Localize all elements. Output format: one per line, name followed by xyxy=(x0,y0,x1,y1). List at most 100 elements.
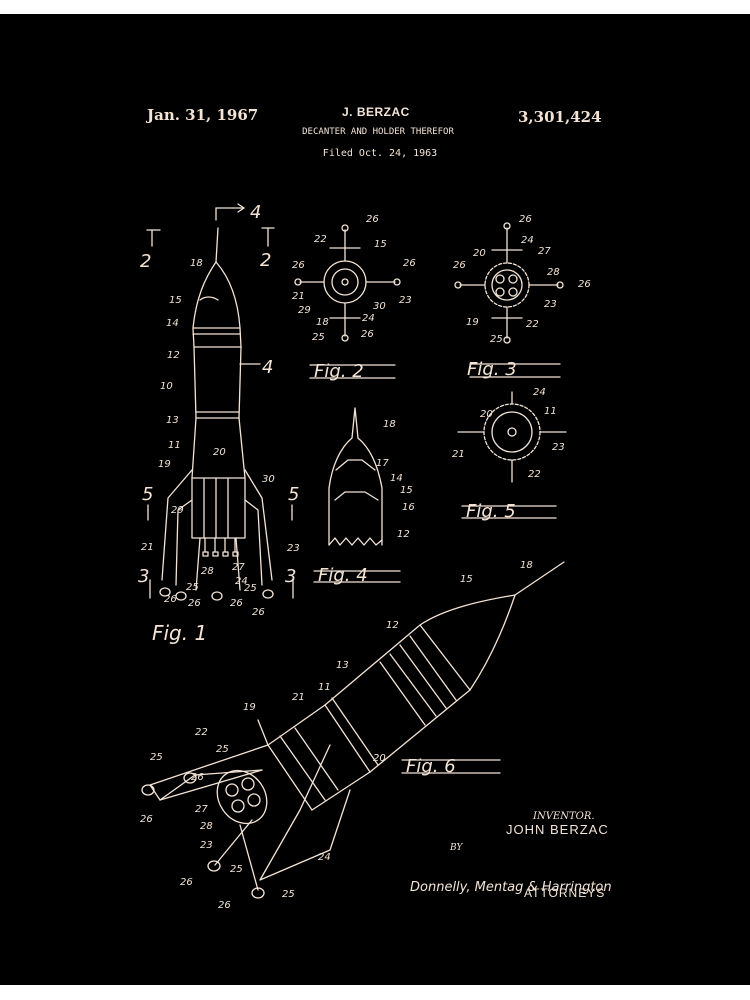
svg-text:30: 30 xyxy=(262,474,275,485)
svg-text:15: 15 xyxy=(400,485,413,496)
fig5-drawing xyxy=(457,391,567,519)
svg-text:22: 22 xyxy=(526,319,539,330)
svg-text:19: 19 xyxy=(466,317,479,328)
svg-text:21: 21 xyxy=(292,692,305,703)
svg-text:12: 12 xyxy=(397,529,410,540)
svg-text:14: 14 xyxy=(166,318,179,329)
svg-text:24: 24 xyxy=(362,313,375,324)
svg-text:26: 26 xyxy=(180,877,193,888)
svg-text:26: 26 xyxy=(191,772,204,783)
svg-text:15: 15 xyxy=(169,295,182,306)
svg-text:27: 27 xyxy=(232,562,245,573)
svg-text:26: 26 xyxy=(361,329,374,340)
filed-date: Filed Oct. 24, 1963 xyxy=(322,148,438,159)
svg-text:26: 26 xyxy=(164,594,177,605)
section-mark: 5 xyxy=(288,484,299,505)
svg-text:20: 20 xyxy=(213,447,226,458)
section-mark: 4 xyxy=(250,202,261,223)
section-mark: 5 xyxy=(142,484,153,505)
svg-text:25: 25 xyxy=(282,889,295,900)
section-mark: 3 xyxy=(138,566,149,587)
svg-text:18: 18 xyxy=(190,258,203,269)
patent-number: 3,301,424 xyxy=(518,108,602,126)
svg-text:27: 27 xyxy=(538,246,551,257)
attorneys-label: ATTORNEYS xyxy=(524,886,606,900)
svg-text:13: 13 xyxy=(166,415,179,426)
fig1-section-marks: 2 2 4 4 5 5 3 3 xyxy=(138,202,299,587)
svg-text:11: 11 xyxy=(318,682,331,693)
fig2-label: Fig. 2 xyxy=(314,361,364,382)
patent-date: Jan. 31, 1967 xyxy=(147,106,259,124)
svg-text:12: 12 xyxy=(386,620,399,631)
by-label: BY xyxy=(450,843,463,853)
fig6-rocket-drawing xyxy=(141,561,565,899)
svg-text:25: 25 xyxy=(150,752,163,763)
svg-text:26: 26 xyxy=(403,258,416,269)
svg-text:20: 20 xyxy=(373,753,386,764)
fig6-label: Fig. 6 xyxy=(406,756,456,777)
fig4-drawing xyxy=(313,407,401,583)
svg-text:26: 26 xyxy=(218,900,231,911)
svg-text:18: 18 xyxy=(383,419,396,430)
svg-text:18: 18 xyxy=(520,560,533,571)
svg-text:23: 23 xyxy=(200,840,213,851)
inventor-label: INVENTOR. xyxy=(533,811,595,822)
svg-text:29: 29 xyxy=(298,305,311,316)
fig3-drawing xyxy=(454,222,564,378)
svg-text:26: 26 xyxy=(292,260,305,271)
svg-text:26: 26 xyxy=(578,279,591,290)
svg-text:18: 18 xyxy=(316,317,329,328)
svg-text:30: 30 xyxy=(373,301,386,312)
svg-text:24: 24 xyxy=(533,387,546,398)
svg-text:22: 22 xyxy=(528,469,541,480)
svg-text:26: 26 xyxy=(519,214,532,225)
svg-text:27: 27 xyxy=(195,804,208,815)
patent-sheet xyxy=(0,14,750,985)
svg-text:16: 16 xyxy=(402,502,415,513)
svg-text:21: 21 xyxy=(452,449,465,460)
svg-text:22: 22 xyxy=(195,727,208,738)
fig2-drawing xyxy=(294,224,401,379)
svg-text:26: 26 xyxy=(252,607,265,618)
svg-text:24: 24 xyxy=(318,852,331,863)
svg-text:15: 15 xyxy=(374,239,387,250)
svg-text:28: 28 xyxy=(201,566,214,577)
section-mark: 2 xyxy=(140,251,151,272)
fig3-label: Fig. 3 xyxy=(467,359,517,380)
svg-text:23: 23 xyxy=(287,543,300,554)
svg-text:25: 25 xyxy=(230,864,243,875)
svg-text:11: 11 xyxy=(168,440,181,451)
fig4-label: Fig. 4 xyxy=(318,565,368,586)
svg-text:26: 26 xyxy=(366,214,379,225)
fig5-label: Fig. 5 xyxy=(466,501,516,522)
svg-text:19: 19 xyxy=(158,459,171,470)
svg-text:22: 22 xyxy=(314,234,327,245)
svg-text:21: 21 xyxy=(292,291,305,302)
svg-text:23: 23 xyxy=(399,295,412,306)
svg-text:12: 12 xyxy=(167,350,180,361)
section-mark: 3 xyxy=(285,566,296,587)
svg-text:13: 13 xyxy=(336,660,349,671)
svg-text:28: 28 xyxy=(547,267,560,278)
svg-text:28: 28 xyxy=(200,821,213,832)
svg-text:25: 25 xyxy=(186,582,199,593)
svg-text:25: 25 xyxy=(216,744,229,755)
inventor-name: JOHN BERZAC xyxy=(506,822,609,837)
svg-text:20: 20 xyxy=(480,409,493,420)
svg-text:19: 19 xyxy=(243,702,256,713)
svg-text:29: 29 xyxy=(171,505,184,516)
fig1-rocket-drawing xyxy=(146,203,294,601)
fig1-label: Fig. 1 xyxy=(152,621,207,645)
svg-text:11: 11 xyxy=(544,406,557,417)
svg-text:15: 15 xyxy=(460,574,473,585)
svg-text:20: 20 xyxy=(473,248,486,259)
svg-text:25: 25 xyxy=(490,334,503,345)
svg-text:26: 26 xyxy=(188,598,201,609)
section-mark: 4 xyxy=(262,357,273,378)
